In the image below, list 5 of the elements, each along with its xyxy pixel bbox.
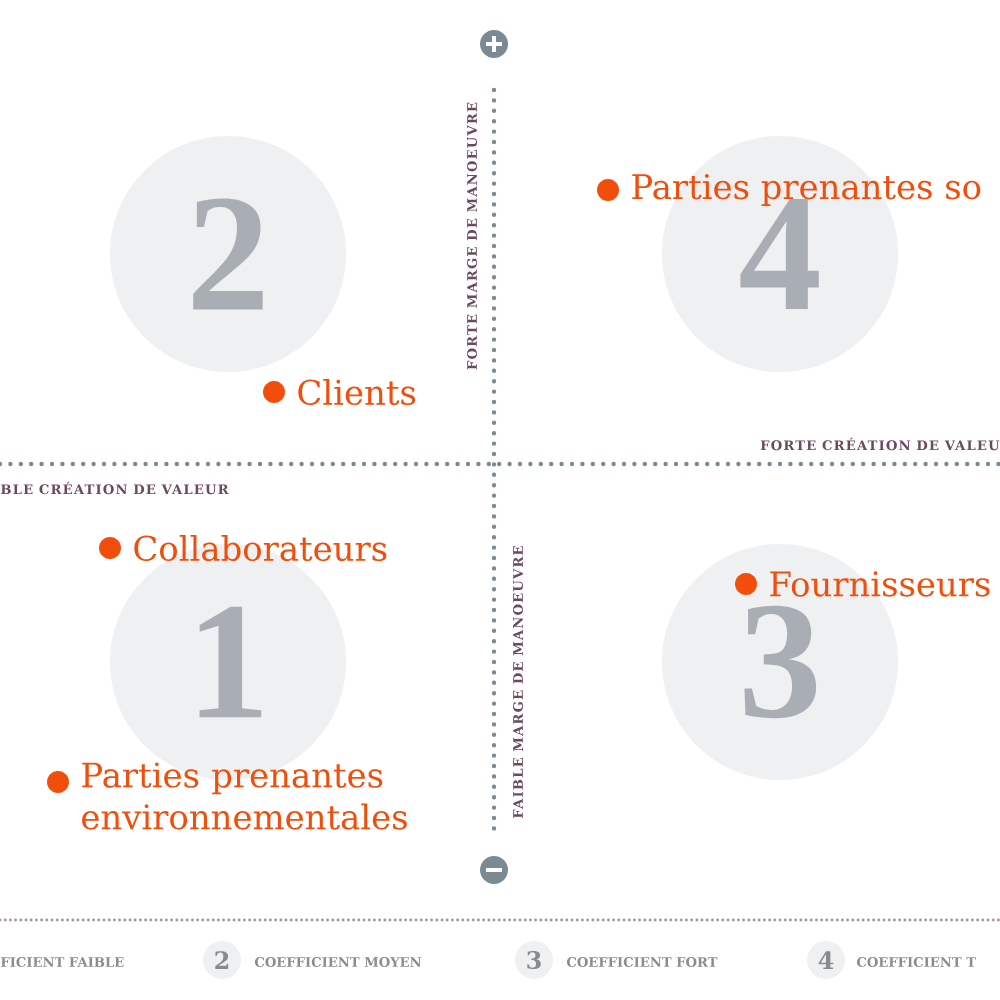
number-badge: 3	[515, 941, 553, 979]
number-badge: 4	[807, 941, 845, 979]
stakeholder-label: Fournisseurs	[770, 571, 990, 597]
number-badge: 2	[203, 941, 241, 979]
stakeholder-label: Clients	[298, 378, 416, 406]
